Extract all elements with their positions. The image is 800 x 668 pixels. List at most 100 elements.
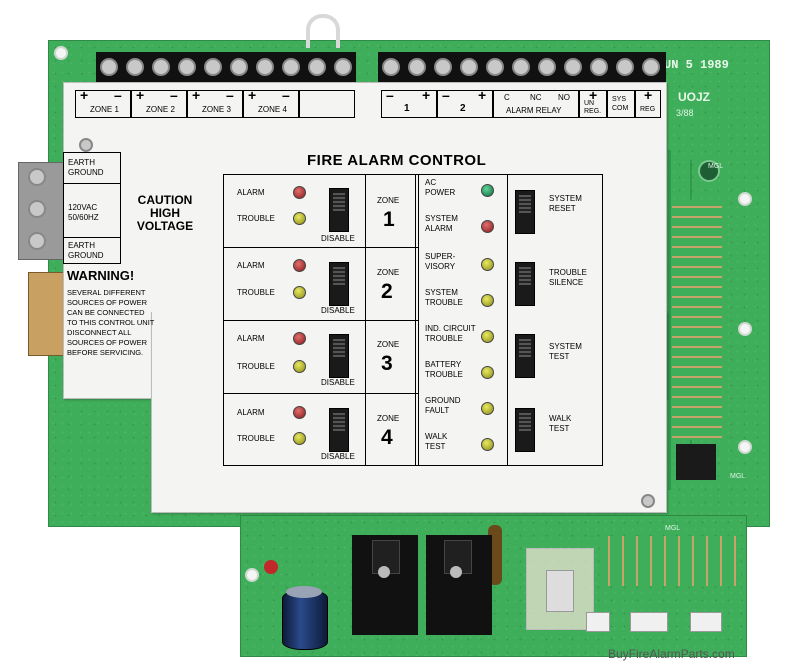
plus-sign: + <box>192 87 201 103</box>
zone1-label: ZONE <box>377 196 400 205</box>
terminal-screw[interactable] <box>152 58 170 76</box>
capacitor-top <box>286 586 322 598</box>
plus-sign: + <box>80 87 89 103</box>
fire-alarm-control-panel: + – ZONE 1 + – ZONE 2 + – ZONE 3 + – ZON… <box>63 82 667 513</box>
terminal-screw[interactable] <box>616 58 634 76</box>
alarm-relay-label: ALARM RELAY <box>506 106 562 115</box>
terminal-screw[interactable] <box>204 58 222 76</box>
system-test-label: SYSTEM TEST <box>549 342 582 361</box>
trouble-silence-switch[interactable] <box>515 262 535 306</box>
plus-sign: + <box>248 87 257 103</box>
zone1-disable-label: DISABLE <box>321 234 355 243</box>
relay-no-label: NO <box>558 93 570 102</box>
zone3-disable-switch[interactable] <box>329 334 349 378</box>
system-alarm-led <box>481 220 494 233</box>
zone4-label: ZONE <box>377 414 400 423</box>
board-ref: 3/88 <box>676 108 694 118</box>
regulator-screw <box>450 566 462 578</box>
header-connector[interactable] <box>586 612 610 632</box>
mounting-hole <box>54 46 68 60</box>
terminal-screw[interactable] <box>382 58 400 76</box>
zone4-number: 4 <box>381 426 393 449</box>
terminal-screw[interactable] <box>408 58 426 76</box>
zone2-label: ZONE <box>377 268 400 277</box>
walk-test-switch[interactable] <box>515 408 535 452</box>
resistor-array <box>672 200 722 440</box>
zone4-trouble-led <box>293 432 306 445</box>
zone-terminal-label-cell: + – ZONE 2 <box>131 87 187 118</box>
terminal-screw[interactable] <box>512 58 530 76</box>
terminal-screw[interactable] <box>178 58 196 76</box>
power-terminal-screw[interactable] <box>28 200 46 218</box>
zone3-trouble-label: TROUBLE <box>237 362 275 371</box>
zone3-alarm-label: ALARM <box>237 334 265 343</box>
plus-sign: + <box>478 87 487 103</box>
connector-block <box>28 272 66 356</box>
header-connector[interactable] <box>630 612 668 632</box>
walk-test-led <box>481 438 494 451</box>
terminal-screw[interactable] <box>334 58 352 76</box>
zone2-alarm-label: ALARM <box>237 261 265 270</box>
zone2-terminal-label: ZONE 2 <box>146 105 175 114</box>
terminal-screw[interactable] <box>538 58 556 76</box>
supervisory-led <box>481 258 494 271</box>
terminal-screw[interactable] <box>434 58 452 76</box>
ground-fault-led <box>481 402 494 415</box>
header-connector[interactable] <box>690 612 722 632</box>
terminal-screw[interactable] <box>642 58 660 76</box>
panel-screw <box>79 138 93 152</box>
plus-sign: + <box>644 87 653 103</box>
power-terminal-screw[interactable] <box>28 168 46 186</box>
terminal-screw[interactable] <box>256 58 274 76</box>
system-reset-switch[interactable] <box>515 190 535 234</box>
terminal-screw[interactable] <box>126 58 144 76</box>
power-terminal-screw[interactable] <box>28 232 46 250</box>
zone4-alarm-label: ALARM <box>237 408 265 417</box>
zone4-trouble-label: TROUBLE <box>237 434 275 443</box>
terminal-screw[interactable] <box>486 58 504 76</box>
plus-sign: + <box>589 87 598 103</box>
status-label-ind-circuit-trouble: IND. CIRCUIT TROUBLE <box>425 324 476 343</box>
trouble-silence-label: TROUBLE SILENCE <box>549 268 587 287</box>
zone4-disable-switch[interactable] <box>329 408 349 452</box>
unreg-label: UN REG. <box>584 100 602 115</box>
relay-c-label: C <box>504 93 510 102</box>
terminal-screw[interactable] <box>100 58 118 76</box>
system-test-switch[interactable] <box>515 334 535 378</box>
system-trouble-led <box>481 294 494 307</box>
board-part-code: UOJZ <box>678 90 711 104</box>
zone4-alarm-led <box>293 406 306 419</box>
minus-sign: – <box>386 87 394 103</box>
zone1-disable-switch[interactable] <box>329 188 349 232</box>
terminal-screw[interactable] <box>460 58 478 76</box>
zone3-number: 3 <box>381 352 393 375</box>
zone3-disable-label: DISABLE <box>321 378 355 387</box>
status-label-system-trouble: SYSTEM TROUBLE <box>425 288 463 307</box>
terminal-screw[interactable] <box>308 58 326 76</box>
reg-label: REG <box>640 106 656 113</box>
terminal-screw[interactable] <box>230 58 248 76</box>
terminal-screw[interactable] <box>590 58 608 76</box>
power-labels: EARTH GROUND 120VAC 50/60HZ EARTH GROUND <box>63 152 121 264</box>
relay-coil <box>546 570 574 612</box>
mounting-hole <box>738 440 752 454</box>
status-label-walk-test: WALK TEST <box>425 432 448 451</box>
mounting-hole <box>245 568 259 582</box>
ac-power-led <box>481 184 494 197</box>
status-label-system-alarm: SYSTEM ALARM <box>425 214 458 233</box>
syscom-label-cell: SYS COM <box>607 90 635 118</box>
earth-ground-top-label: EARTH GROUND <box>68 158 104 177</box>
terminal-screw[interactable] <box>282 58 300 76</box>
plus-sign: + <box>136 87 145 103</box>
terminal-screw[interactable] <box>564 58 582 76</box>
coil <box>698 160 720 182</box>
zone1-number: 1 <box>383 208 395 231</box>
ac-input-label: 120VAC 50/60HZ <box>68 203 99 222</box>
zone1-trouble-label: TROUBLE <box>237 214 275 223</box>
zone-terminal-label-cell: + – ZONE 3 <box>187 87 243 118</box>
zone3-terminal-label: ZONE 3 <box>202 105 231 114</box>
panel-screw <box>641 494 655 508</box>
zone3-label: ZONE <box>377 340 400 349</box>
zone2-disable-switch[interactable] <box>329 262 349 306</box>
output2-label: 2 <box>460 103 466 114</box>
